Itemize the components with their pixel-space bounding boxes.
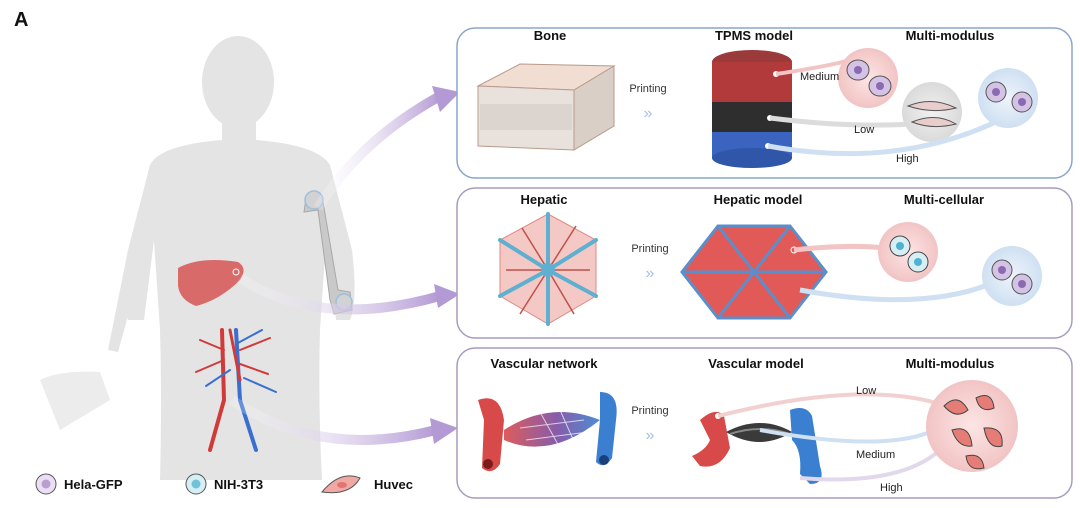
cell-bubble-high [767,68,1038,157]
arrow-head-hepatic [434,284,460,308]
process-label-vascular: Printing [631,405,668,417]
vascular-network-illustration [478,392,617,472]
panel-letter: A [14,9,28,31]
row-model-label-hepatic: Hepatic model [714,192,803,207]
row-source-label-bone: Bone [534,28,567,43]
row-model-label-tpms: TPMS model [715,28,793,43]
bone-block-illustration [476,63,616,151]
row-property-label-vascular: Multi-modulus [906,356,995,371]
process-label-bone: Printing [629,83,666,95]
row-model-label-vascular: Vascular model [708,356,803,371]
arrow-head-bone [432,86,460,112]
legend-label: Huvec [374,477,413,492]
legend-item-hela-gfp: Hela-GFP [35,473,123,495]
legend-item-nih-3t3: NIH-3T3 [185,473,263,495]
human-body-silhouette [40,36,355,480]
chevron-right-icon: » [646,265,655,282]
level-label-low: Low [854,124,874,136]
legend: Hela-GFP NIH-3T3 Huvec [35,473,413,495]
body-liver-illustration [178,260,244,306]
hepatic-lobule-illustration [498,212,598,326]
flow-arrows [229,86,460,445]
level-label-medium: Medium [800,71,839,83]
level-label-high: High [896,153,919,165]
row-source-label-hepatic: Hepatic [521,192,568,207]
cell-bubble-medium [775,48,898,108]
process-label-hepatic: Printing [631,243,668,255]
chevron-right-icon: » [644,105,653,122]
vascular-model-illustration [692,408,822,484]
level-label-high-vascular: High [880,482,903,494]
cell-bubble-nih3t3 [793,222,938,282]
row-box-vascular [456,347,1073,499]
legend-label: NIH-3T3 [214,477,263,492]
row-property-label-bone: Multi-modulus [906,28,995,43]
row-source-label-vascular: Vascular network [491,356,599,371]
hepatic-hexagon-model [680,224,828,320]
level-label-medium-vascular: Medium [856,449,895,461]
legend-item-huvec: Huvec [321,475,413,494]
cell-bubble-low [769,82,962,142]
cell-bubble-huvec [717,380,1018,482]
cell-bubble-hela [799,246,1042,306]
arrow-head-vascular [430,418,458,444]
legend-label: Hela-GFP [64,477,123,492]
level-label-low-vascular: Low [856,385,876,397]
row-property-label-hepatic: Multi-cellular [904,192,984,207]
chevron-right-icon: » [646,427,655,444]
